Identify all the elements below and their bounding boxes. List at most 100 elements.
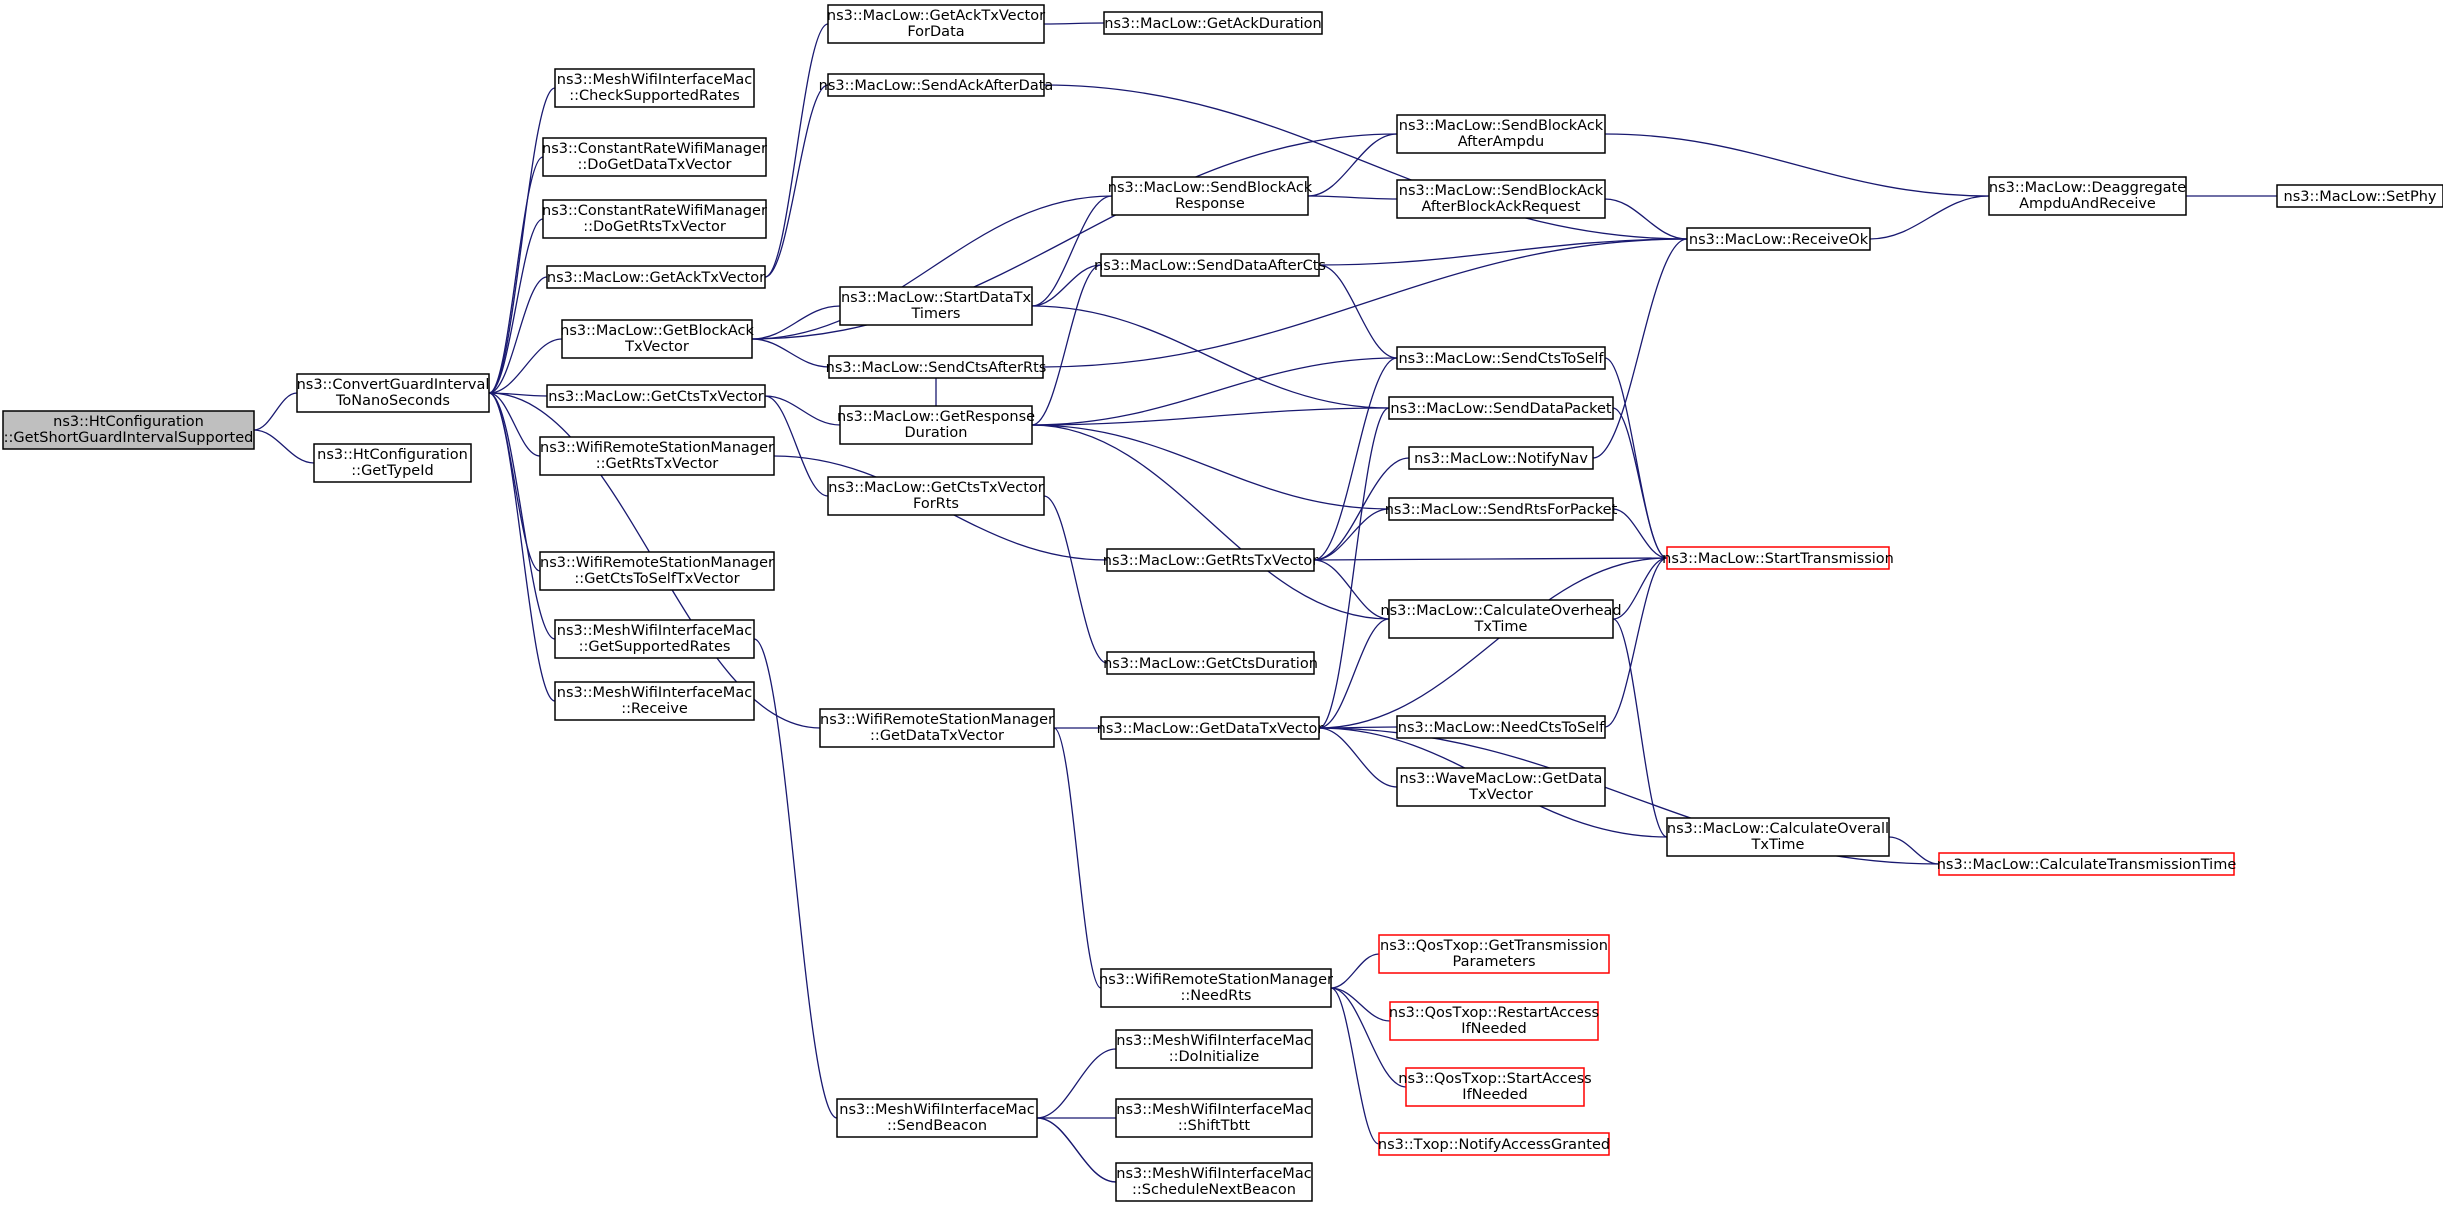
node-label: TxVector xyxy=(624,339,689,355)
call-edge xyxy=(1599,557,1668,625)
node-box xyxy=(1100,253,1320,277)
function-node[interactable]: ns3::MacLow::GetAckTxVector xyxy=(546,265,766,289)
node-box xyxy=(1389,1001,1599,1041)
node-box xyxy=(2,410,255,450)
function-node[interactable]: ns3::MacLow::NotifyNav xyxy=(1408,446,1594,470)
node-label: ::DoGetRtsTxVector xyxy=(583,219,726,235)
node-box xyxy=(1111,176,1309,216)
function-node[interactable]: ns3::WifiRemoteStationManager::GetCtsToS… xyxy=(539,551,775,591)
node-label: ::ScheduleNextBeacon xyxy=(1132,1182,1296,1198)
function-node[interactable]: ns3::MacLow::GetCtsTxVector xyxy=(546,384,766,408)
function-node[interactable]: ns3::MacLow::NeedCtsToSelf xyxy=(1396,715,1606,739)
node-label: ns3::MacLow::SendCtsAfterRts xyxy=(826,360,1047,376)
edge-arrow xyxy=(1305,407,1390,734)
function-node[interactable]: ns3::WifiRemoteStationManager::GetRtsTxV… xyxy=(539,436,775,476)
function-node[interactable]: ns3::MacLow::GetDataTxVector xyxy=(1097,716,1324,740)
function-node[interactable]: ns3::WaveMacLow::GetDataTxVector xyxy=(1396,767,1606,807)
node-label: ns3::Txop::NotifyAccessGranted xyxy=(1378,1137,1610,1153)
edge-arrow xyxy=(1305,238,1688,271)
function-node[interactable]: ns3::MacLow::ReceiveOk xyxy=(1686,227,1871,251)
function-node[interactable]: ns3::WifiRemoteStationManager::GetDataTx… xyxy=(819,708,1055,748)
function-node[interactable]: ns3::MacLow::GetRtsTxVector xyxy=(1103,548,1318,572)
function-node[interactable]: ns3::MeshWifiInterfaceMac::ShiftTbtt xyxy=(1115,1098,1313,1138)
node-label: ns3::MacLow::CalculateTransmissionTime xyxy=(1937,857,2237,873)
edge-arrow xyxy=(475,387,556,702)
function-node[interactable]: ns3::MeshWifiInterfaceMac::ScheduleNextB… xyxy=(1115,1162,1313,1202)
call-edge xyxy=(475,387,556,702)
edge-arrow xyxy=(1317,982,1380,1145)
nodes-layer: ns3::HtConfiguration::GetShortGuardInter… xyxy=(2,4,2443,1202)
node-label: ns3::WifiRemoteStationManager xyxy=(1099,972,1333,988)
node-box xyxy=(1396,114,1606,154)
function-node[interactable]: ns3::MacLow::GetAckDuration xyxy=(1103,11,1323,35)
function-node[interactable]: ns3::MacLow::SendDataPacket xyxy=(1388,396,1614,420)
function-node[interactable]: ns3::MacLow::SendAckAfterData xyxy=(819,73,1054,97)
function-node[interactable]: ns3::MeshWifiInterfaceMac::Receive xyxy=(554,681,755,721)
node-label: ns3::MacLow::GetCtsTxVector xyxy=(548,389,764,405)
function-node[interactable]: ns3::MeshWifiInterfaceMac::CheckSupporte… xyxy=(554,68,755,108)
node-box xyxy=(542,137,767,177)
focus-function-node[interactable]: ns3::HtConfiguration::GetShortGuardInter… xyxy=(2,410,255,450)
function-node[interactable]: ns3::MacLow::SetPhy xyxy=(2276,184,2443,208)
node-box xyxy=(1100,968,1332,1008)
function-node[interactable]: ns3::MacLow::SendDataAfterCts xyxy=(1094,253,1326,277)
function-node[interactable]: ns3::MeshWifiInterfaceMac::GetSupportedR… xyxy=(554,619,755,659)
function-node[interactable]: ns3::MeshWifiInterfaceMac::DoInitialize xyxy=(1115,1029,1313,1069)
call-edge xyxy=(1300,508,1390,566)
node-label: ns3::MeshWifiInterfaceMac xyxy=(557,623,752,639)
function-node[interactable]: ns3::MacLow::StartTransmission xyxy=(1662,546,1894,570)
node-box xyxy=(1100,716,1320,740)
function-node[interactable]: ns3::MacLow::CalculateTransmissionTime xyxy=(1937,852,2237,876)
node-box xyxy=(1405,1067,1585,1107)
call-edge xyxy=(1599,503,1668,559)
edge-arrow xyxy=(751,23,829,283)
function-node[interactable]: ns3::MacLow::SendCtsToSelf xyxy=(1396,346,1606,370)
edge-arrow xyxy=(1317,953,1380,994)
function-node[interactable]: ns3::ConstantRateWifiManager::DoGetRtsTx… xyxy=(542,199,767,239)
edge-arrow xyxy=(1591,557,1668,733)
call-edge xyxy=(738,195,1113,345)
node-label: ns3::MacLow::CalculateOverall xyxy=(1667,821,1889,837)
node-label: IfNeeded xyxy=(1462,1087,1527,1103)
node-box xyxy=(1396,346,1606,370)
node-box xyxy=(827,73,1045,97)
node-box xyxy=(554,681,755,721)
edge-arrow xyxy=(1018,264,1102,312)
node-label: ns3::QosTxop::GetTransmission xyxy=(1380,938,1608,954)
node-label: ns3::MeshWifiInterfaceMac xyxy=(557,72,752,88)
call-edge xyxy=(1856,195,1990,245)
function-node[interactable]: ns3::WifiRemoteStationManager::NeedRts xyxy=(1099,968,1333,1008)
node-box xyxy=(1115,1098,1313,1138)
call-edge xyxy=(1305,259,1398,359)
call-edge xyxy=(1030,490,1108,664)
function-node[interactable]: ns3::MacLow::SendRtsForPacket xyxy=(1385,497,1618,521)
edge-arrow xyxy=(1294,190,1398,201)
function-node[interactable]: ns3::HtConfiguration::GetTypeId xyxy=(313,443,472,483)
edge-arrow xyxy=(1030,19,1105,30)
function-node[interactable]: ns3::ConstantRateWifiManager::DoGetDataT… xyxy=(542,137,767,177)
node-label: ns3::MacLow::CalculateOverhead xyxy=(1380,603,1621,619)
call-edge xyxy=(240,424,315,464)
function-node[interactable]: ns3::Txop::NotifyAccessGranted xyxy=(1378,1132,1610,1156)
call-edge xyxy=(1875,831,1940,865)
function-node[interactable]: ns3::MacLow::GetCtsDuration xyxy=(1103,651,1318,675)
edge-arrow xyxy=(1300,555,1668,566)
call-edge xyxy=(1305,618,1390,734)
function-node[interactable]: ns3::MacLow::SendCtsAfterRts xyxy=(826,355,1047,379)
function-node[interactable]: ns3::MacLow::SendBlockAckAfterBlockAckRe… xyxy=(1396,179,1606,219)
function-node[interactable]: ns3::MeshWifiInterfaceMac::SendBeacon xyxy=(836,1098,1038,1138)
